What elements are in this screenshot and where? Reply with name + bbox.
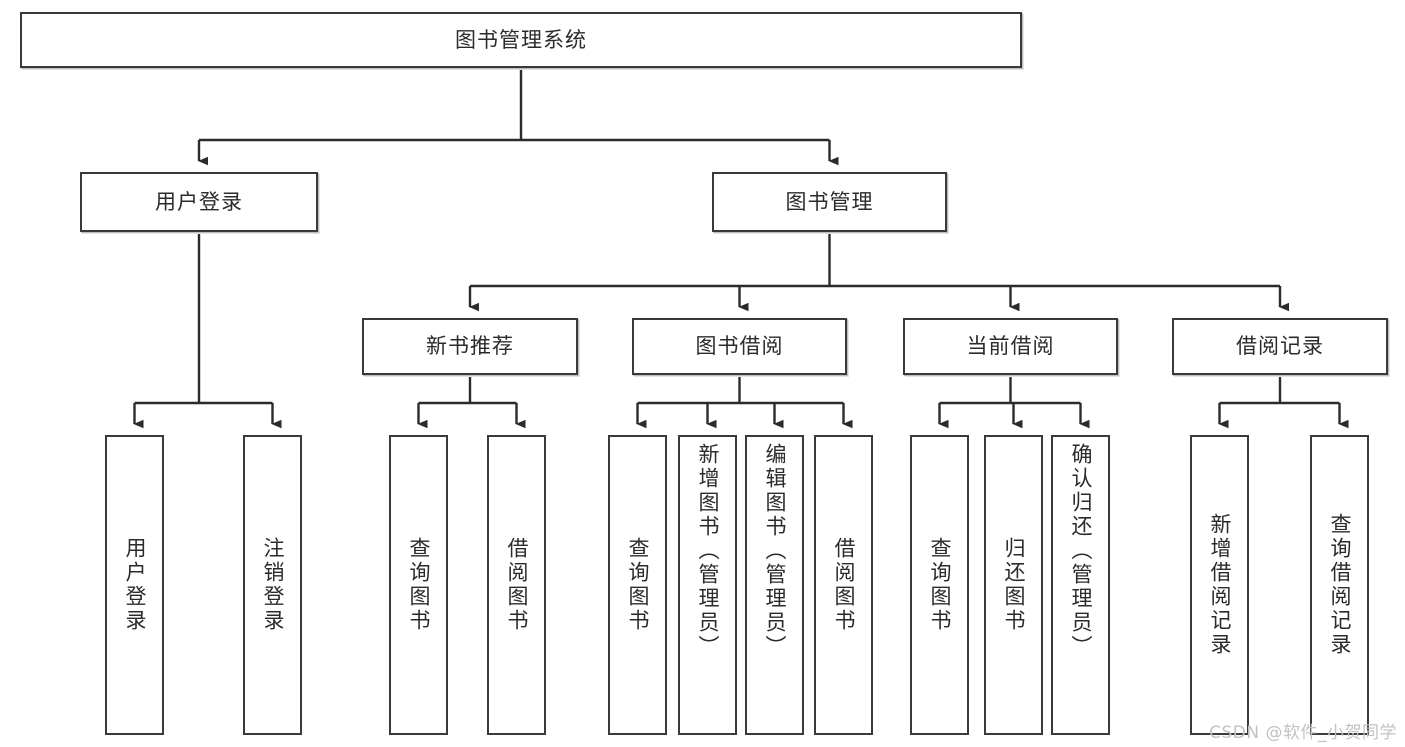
node-label-leaf-bor-lend: 借阅图书	[832, 537, 856, 633]
node-label-leaf-cur-return: 归还图书	[1002, 537, 1026, 633]
node-leaf-cur-return[interactable]: 归还图书	[984, 435, 1043, 735]
node-label-root: 图书管理系统	[455, 27, 587, 52]
node-label-leaf-rec-add: 新增借阅记录	[1208, 513, 1232, 657]
node-label-book-manage: 图书管理	[785, 189, 874, 214]
node-leaf-bor-edit[interactable]: 编辑图书（管理员）	[745, 435, 804, 735]
node-label-leaf-user-login: 用户登录	[123, 537, 147, 633]
node-label-leaf-rec-search: 查询借阅记录	[1328, 513, 1352, 657]
node-label-leaf-cur-confirm: 确认归还（管理员）	[1069, 443, 1093, 659]
node-label-leaf-user-logout: 注销登录	[261, 537, 285, 633]
node-user-login[interactable]: 用户登录	[80, 172, 318, 232]
node-new-book-rec[interactable]: 新书推荐	[362, 318, 578, 375]
node-current-borrow[interactable]: 当前借阅	[903, 318, 1118, 375]
node-label-leaf-rec-query: 查询图书	[407, 537, 431, 633]
node-leaf-user-login[interactable]: 用户登录	[105, 435, 164, 735]
node-leaf-bor-query[interactable]: 查询图书	[608, 435, 667, 735]
node-label-leaf-rec-borrow: 借阅图书	[505, 537, 529, 633]
node-label-book-borrow: 图书借阅	[695, 334, 784, 359]
node-borrow-record[interactable]: 借阅记录	[1172, 318, 1388, 375]
node-leaf-cur-query[interactable]: 查询图书	[910, 435, 969, 735]
node-label-new-book-rec: 新书推荐	[426, 334, 514, 359]
node-leaf-bor-add[interactable]: 新增图书（管理员）	[678, 435, 737, 735]
node-leaf-user-logout[interactable]: 注销登录	[243, 435, 302, 735]
node-label-user-login: 用户登录	[155, 189, 243, 214]
node-leaf-cur-confirm[interactable]: 确认归还（管理员）	[1051, 435, 1110, 735]
node-label-current-borrow: 当前借阅	[966, 334, 1055, 359]
watermark-label: CSDN @软件_小贺同学	[1209, 723, 1397, 743]
node-label-leaf-bor-edit: 编辑图书（管理员）	[763, 443, 787, 659]
node-book-manage[interactable]: 图书管理	[712, 172, 947, 232]
node-leaf-bor-lend[interactable]: 借阅图书	[814, 435, 873, 735]
node-root[interactable]: 图书管理系统	[20, 12, 1022, 68]
node-label-leaf-bor-query: 查询图书	[626, 537, 650, 633]
node-leaf-rec-search[interactable]: 查询借阅记录	[1310, 435, 1369, 735]
node-label-borrow-record: 借阅记录	[1236, 334, 1324, 359]
node-leaf-rec-borrow[interactable]: 借阅图书	[487, 435, 546, 735]
node-label-leaf-cur-query: 查询图书	[928, 537, 952, 633]
node-book-borrow[interactable]: 图书借阅	[632, 318, 847, 375]
node-leaf-rec-add[interactable]: 新增借阅记录	[1190, 435, 1249, 735]
node-leaf-rec-query[interactable]: 查询图书	[389, 435, 448, 735]
node-label-leaf-bor-add: 新增图书（管理员）	[696, 443, 720, 659]
